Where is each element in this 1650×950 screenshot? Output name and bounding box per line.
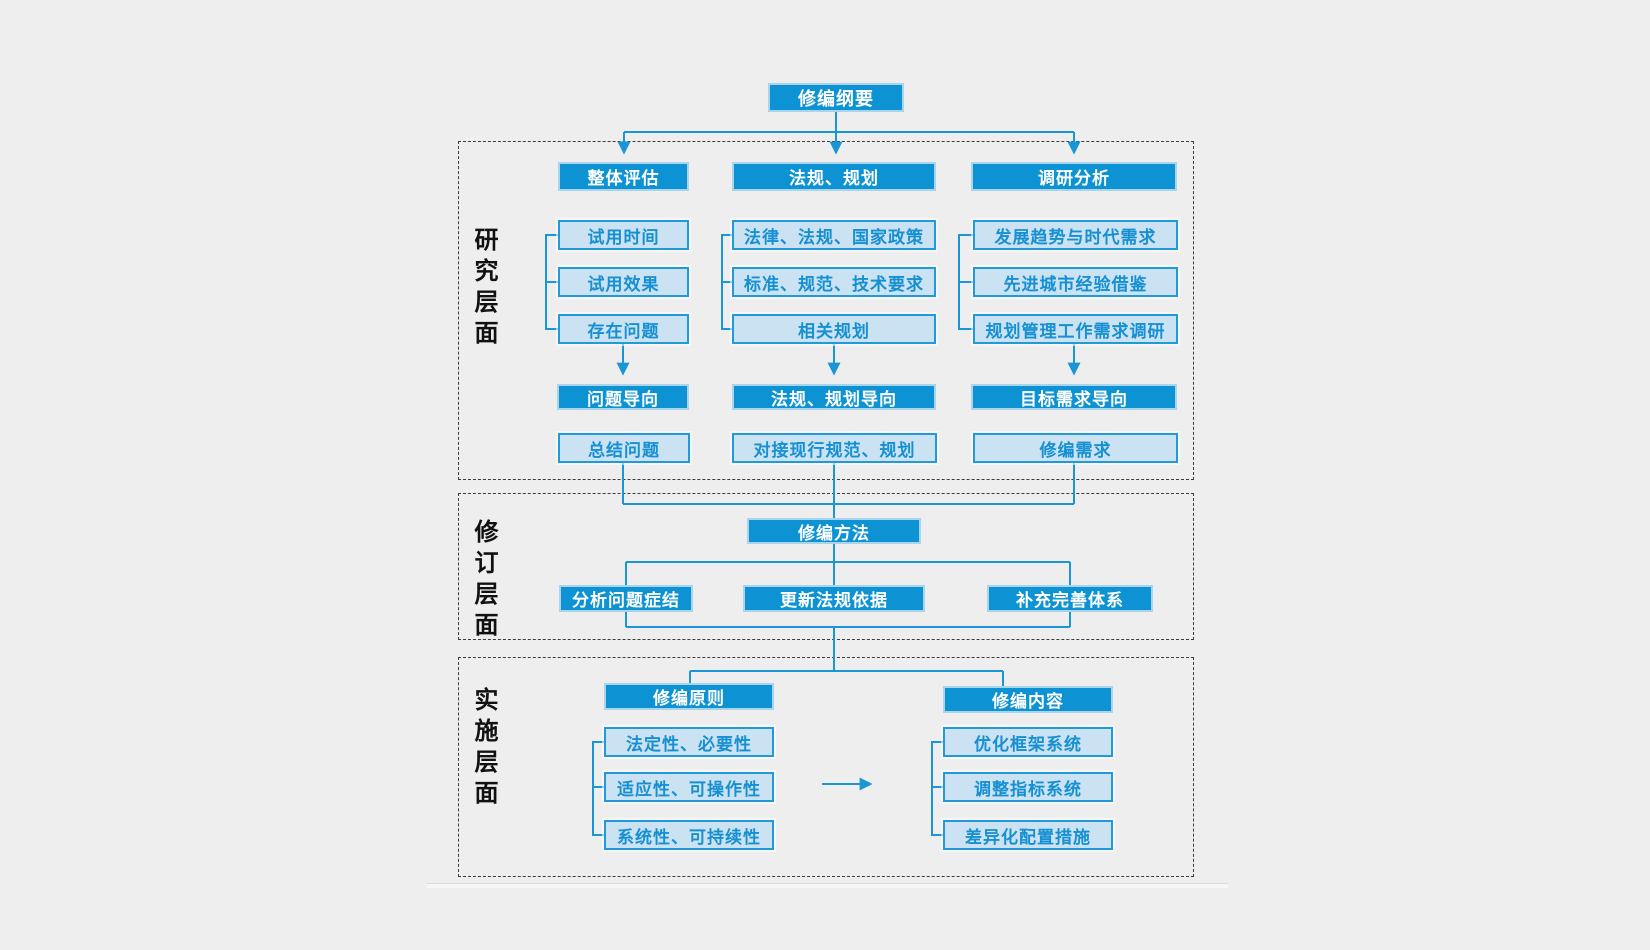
revision-section-label: 修订层面 (470, 519, 497, 643)
research-section-frame (458, 141, 1194, 480)
implementation-section-label: 实施层面 (470, 687, 497, 811)
col2-item-box: 标准、规范、技术要求 (732, 267, 936, 297)
results-merge-line (622, 463, 1075, 518)
contents-header-box: 修编内容 (943, 686, 1113, 713)
col2-header-box: 法规、规划 (732, 162, 936, 191)
col2-result-box: 对接现行规范、规划 (732, 433, 937, 463)
branch-box: 更新法规依据 (743, 585, 925, 612)
method-fanout-line (625, 544, 1071, 585)
col3-bracket (958, 234, 973, 330)
branch-box: 补充完善体系 (987, 585, 1153, 612)
col3-item-box: 先进城市经验借鉴 (973, 267, 1178, 297)
research-section-label: 研究层面 (470, 227, 497, 351)
principle-item-box: 适应性、可操作性 (604, 772, 774, 802)
revision-section-frame (458, 493, 1194, 640)
principles-bracket (592, 741, 604, 836)
principles-header-box: 修编原则 (604, 683, 774, 710)
contents-bracket (931, 741, 943, 836)
branch-box: 分析问题症结 (559, 585, 693, 612)
col2-direction-box: 法规、规划导向 (732, 384, 936, 410)
root-node-box: 修编纲要 (768, 83, 904, 112)
col2-item-box: 相关规划 (732, 314, 936, 344)
col1-bracket (545, 234, 558, 330)
col3-result-box: 修编需求 (973, 433, 1178, 463)
principle-item-box: 系统性、可持续性 (604, 820, 774, 850)
col1-header-box: 整体评估 (558, 162, 689, 191)
root-fanout-line (624, 112, 1074, 133)
col2-item-box: 法律、法规、国家政策 (732, 220, 936, 250)
content-item-box: 调整指标系统 (943, 772, 1113, 802)
method-box: 修编方法 (747, 518, 921, 544)
col1-item-box: 存在问题 (558, 314, 689, 344)
col1-item-box: 试用时间 (558, 220, 689, 250)
col3-header-box: 调研分析 (971, 162, 1177, 191)
bottom-divider (427, 883, 1228, 888)
col1-result-box: 总结问题 (558, 433, 690, 463)
implementation-section-frame (458, 657, 1194, 877)
content-item-box: 差异化配置措施 (943, 820, 1113, 850)
col1-direction-box: 问题导向 (557, 384, 689, 410)
col2-bracket (721, 234, 732, 330)
col3-direction-box: 目标需求导向 (971, 384, 1177, 410)
branches-merge-line (625, 612, 1071, 686)
principle-item-box: 法定性、必要性 (604, 727, 774, 757)
col3-item-box: 规划管理工作需求调研 (973, 314, 1178, 344)
content-item-box: 优化框架系统 (943, 727, 1113, 757)
col3-item-box: 发展趋势与时代需求 (973, 220, 1178, 250)
col1-item-box: 试用效果 (558, 267, 689, 297)
